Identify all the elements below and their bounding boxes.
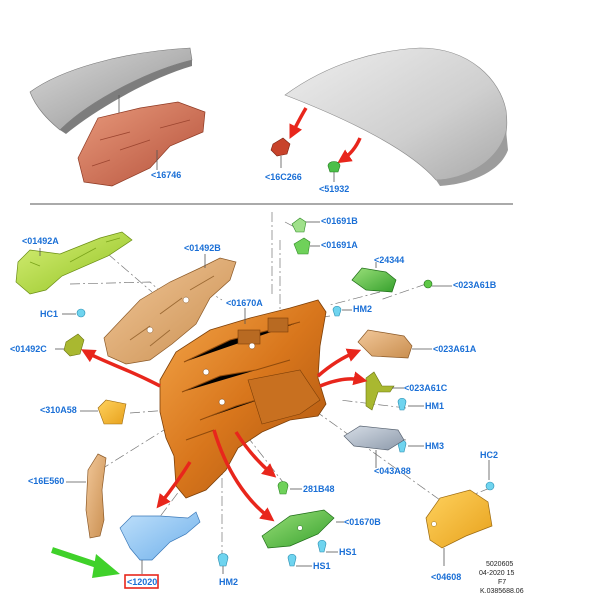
bracket-01492C xyxy=(63,333,85,357)
roof-panel-part xyxy=(284,47,508,186)
label-310A58[interactable]: <310A58 xyxy=(40,405,77,415)
plug-51932 xyxy=(327,161,341,173)
roof-insulator-part xyxy=(29,47,193,134)
cross-member-01492A xyxy=(15,231,133,295)
bracket-01670B xyxy=(261,509,335,549)
meta-line-2: 04-2020 15 xyxy=(479,570,515,577)
red-arrow xyxy=(156,461,192,509)
red-arrow xyxy=(337,137,362,164)
label-01492A[interactable]: <01492A xyxy=(22,236,59,246)
clip-281B48 xyxy=(277,481,289,495)
label-01691A[interactable]: <01691A xyxy=(321,240,358,250)
label-HS1-lower[interactable]: HS1 xyxy=(313,561,331,571)
pointer-arrow xyxy=(51,547,120,578)
bracket-12020 xyxy=(119,511,201,561)
bracket-01492B xyxy=(103,257,237,365)
label-HC2[interactable]: HC2 xyxy=(480,450,498,460)
label-281B48[interactable]: 281B48 xyxy=(303,484,335,494)
red-arrow xyxy=(81,349,161,388)
clip-HC2 xyxy=(485,481,495,491)
label-01670B[interactable]: <01670B xyxy=(344,517,381,527)
highlight-box xyxy=(124,574,159,589)
bracket-310A58 xyxy=(97,399,127,425)
label-16C266[interactable]: <16C266 xyxy=(265,172,302,182)
red-arrow xyxy=(234,431,277,478)
clip-16C266 xyxy=(270,137,291,157)
red-arrow xyxy=(319,371,368,388)
label-16746[interactable]: <16746 xyxy=(151,170,181,180)
fastener-HM2 xyxy=(332,305,342,317)
insulator-panel-16746 xyxy=(77,101,206,187)
label-043A88[interactable]: <043A88 xyxy=(374,466,411,476)
label-HM2-lower[interactable]: HM2 xyxy=(219,577,238,587)
meta-line-1: 5020605 xyxy=(486,561,513,568)
label-01492C[interactable]: <01492C xyxy=(10,344,47,354)
label-HS1-upper[interactable]: HS1 xyxy=(339,547,357,557)
label-HM3[interactable]: HM3 xyxy=(425,441,444,451)
red-arrow xyxy=(289,107,308,140)
label-12020[interactable]: <12020 xyxy=(127,577,157,587)
fastener-HS1 xyxy=(317,539,327,553)
clip-023A61B xyxy=(423,279,433,289)
fastener-HM1 xyxy=(397,397,407,411)
meta-line-4: K.0385688.06 xyxy=(480,588,524,595)
label-51932[interactable]: <51932 xyxy=(319,184,349,194)
label-023A61A[interactable]: <023A61A xyxy=(433,344,477,354)
meta-line-3: F7 xyxy=(498,579,506,586)
clip-01691A xyxy=(293,237,311,255)
red-arrow xyxy=(316,348,362,378)
label-HM1[interactable]: HM1 xyxy=(425,401,444,411)
label-01670A[interactable]: <01670A xyxy=(226,298,263,308)
label-023A61B[interactable]: <023A61B xyxy=(453,280,497,290)
red-arrow xyxy=(212,429,275,522)
label-04608[interactable]: <04608 xyxy=(431,572,461,582)
bracket-043A88 xyxy=(343,425,405,451)
label-16E560[interactable]: <16E560 xyxy=(28,476,64,486)
label-24344[interactable]: <24344 xyxy=(374,255,404,265)
bracket-023A61A xyxy=(357,329,413,359)
label-HC1[interactable]: HC1 xyxy=(40,309,58,319)
bracket-16E560 xyxy=(85,453,107,539)
label-023A61C[interactable]: <023A61C xyxy=(404,383,448,393)
clip-HC1 xyxy=(76,308,86,318)
clip-01691B xyxy=(291,217,307,233)
cross-car-beam-01670A xyxy=(159,299,327,499)
label-01492B[interactable]: <01492B xyxy=(184,243,221,253)
label-HM2-upper[interactable]: HM2 xyxy=(353,304,372,314)
fastener-HS1-lower xyxy=(287,553,297,567)
bracket-04608 xyxy=(425,489,493,549)
label-01691B[interactable]: <01691B xyxy=(321,216,358,226)
bracket-023A61C xyxy=(365,371,395,411)
bracket-24344 xyxy=(351,267,397,293)
fastener-HM2-lower xyxy=(217,553,229,567)
